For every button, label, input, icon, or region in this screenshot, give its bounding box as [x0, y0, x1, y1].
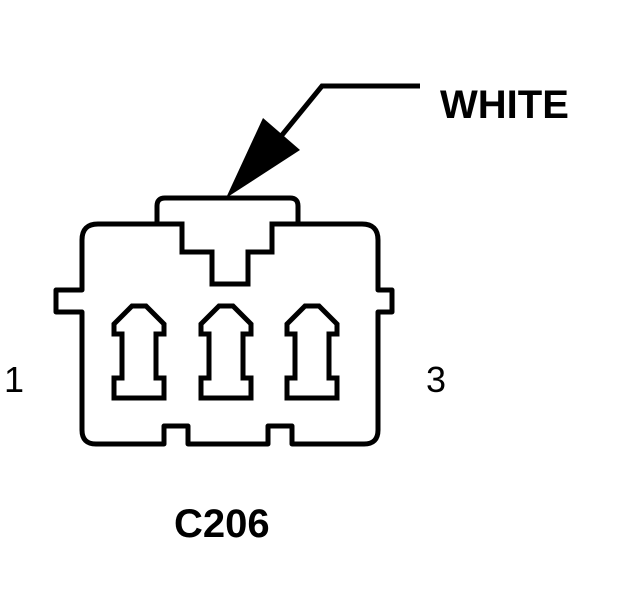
- pin-label-left: 1: [4, 359, 24, 400]
- terminal-cavity-1: [111, 303, 167, 401]
- terminal-cavity-2: [198, 303, 254, 401]
- leader-arrowhead-icon: [226, 118, 300, 198]
- terminal-cavity-3: [284, 303, 340, 401]
- color-label: WHITE: [440, 83, 569, 127]
- connector-housing: [53, 195, 395, 447]
- pin-label-right: 3: [426, 359, 446, 400]
- color-leader: [226, 83, 420, 198]
- connector-latch: [157, 221, 298, 287]
- connector-id-label: C206: [174, 502, 270, 546]
- terminal-cavities: [111, 303, 340, 401]
